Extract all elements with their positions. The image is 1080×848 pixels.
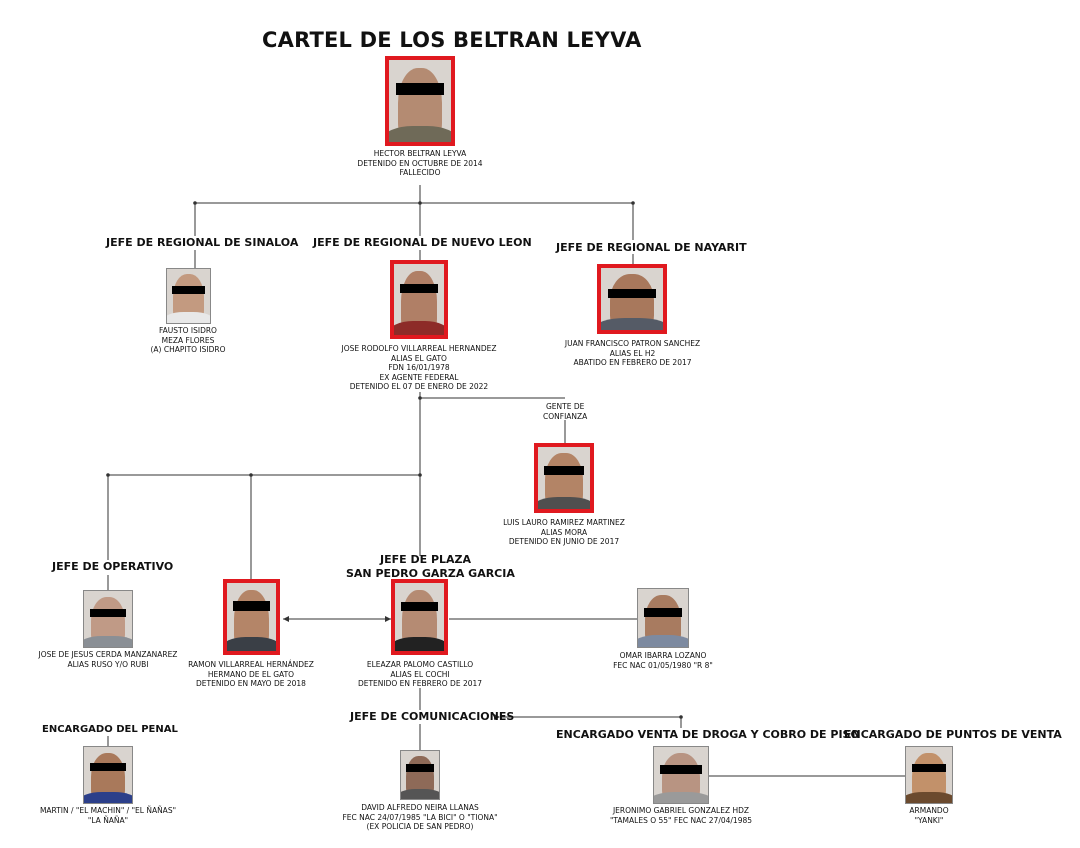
- role-jefe-comunicaciones: JEFE DE COMUNICACIONES: [350, 710, 515, 723]
- role-encargado-venta-droga: ENCARGADO VENTA DE DROGA Y COBRO DE PISO: [556, 728, 860, 741]
- caption-jeronimo-gonzalez: JERONIMO GABRIEL GONZALEZ HDZ"TAMALES O …: [609, 806, 753, 825]
- photo-fausto-isidro: [166, 268, 211, 324]
- photo-david-neira: [400, 750, 440, 800]
- role-jefe-operativo: JEFE DE OPERATIVO: [52, 560, 174, 573]
- role-jefe-regional-nuevo-leon: JEFE DE REGIONAL DE NUEVO LEON: [313, 236, 532, 249]
- gente-confianza-label: GENTE DE CONFIANZA: [543, 402, 588, 421]
- caption-armando-yanki: ARMANDO"YANKI": [909, 806, 949, 825]
- photo-martin-el-machin: [83, 746, 133, 804]
- photo-juan-francisco-patron: [597, 264, 667, 334]
- role-jefe-plaza-city: SAN PEDRO GARZA GARCIA: [346, 567, 515, 580]
- photo-ramon-villarreal: [223, 579, 280, 655]
- role-encargado-puntos-venta: ENCARGADO DE PUNTOS DE VENTA: [844, 728, 1062, 741]
- photo-armando-yanki: [905, 746, 953, 804]
- photo-jose-rodolfo-villarreal: [390, 260, 448, 339]
- photo-hector-beltran-leyva: [385, 56, 455, 146]
- chart-title: CARTEL DE LOS BELTRAN LEYVA: [262, 28, 642, 52]
- photo-jose-jesus-cerda: [83, 590, 133, 648]
- photo-luis-lauro-ramirez: [534, 443, 594, 513]
- role-jefe-regional-sinaloa: JEFE DE REGIONAL DE SINALOA: [106, 236, 299, 249]
- role-encargado-penal: ENCARGADO DEL PENAL: [42, 724, 178, 735]
- role-jefe-regional-nayarit: JEFE DE REGIONAL DE NAYARIT: [556, 241, 747, 254]
- photo-jeronimo-gonzalez: [653, 746, 709, 804]
- photo-omar-ibarra: [637, 588, 689, 648]
- photo-eleazar-palomo: [391, 579, 448, 655]
- role-jefe-plaza: JEFE DE PLAZA: [380, 553, 472, 566]
- caption-martin-el-machin: MARTIN / "EL MACHIN" / "EL ÑAÑAS""LA ÑAÑ…: [39, 806, 177, 825]
